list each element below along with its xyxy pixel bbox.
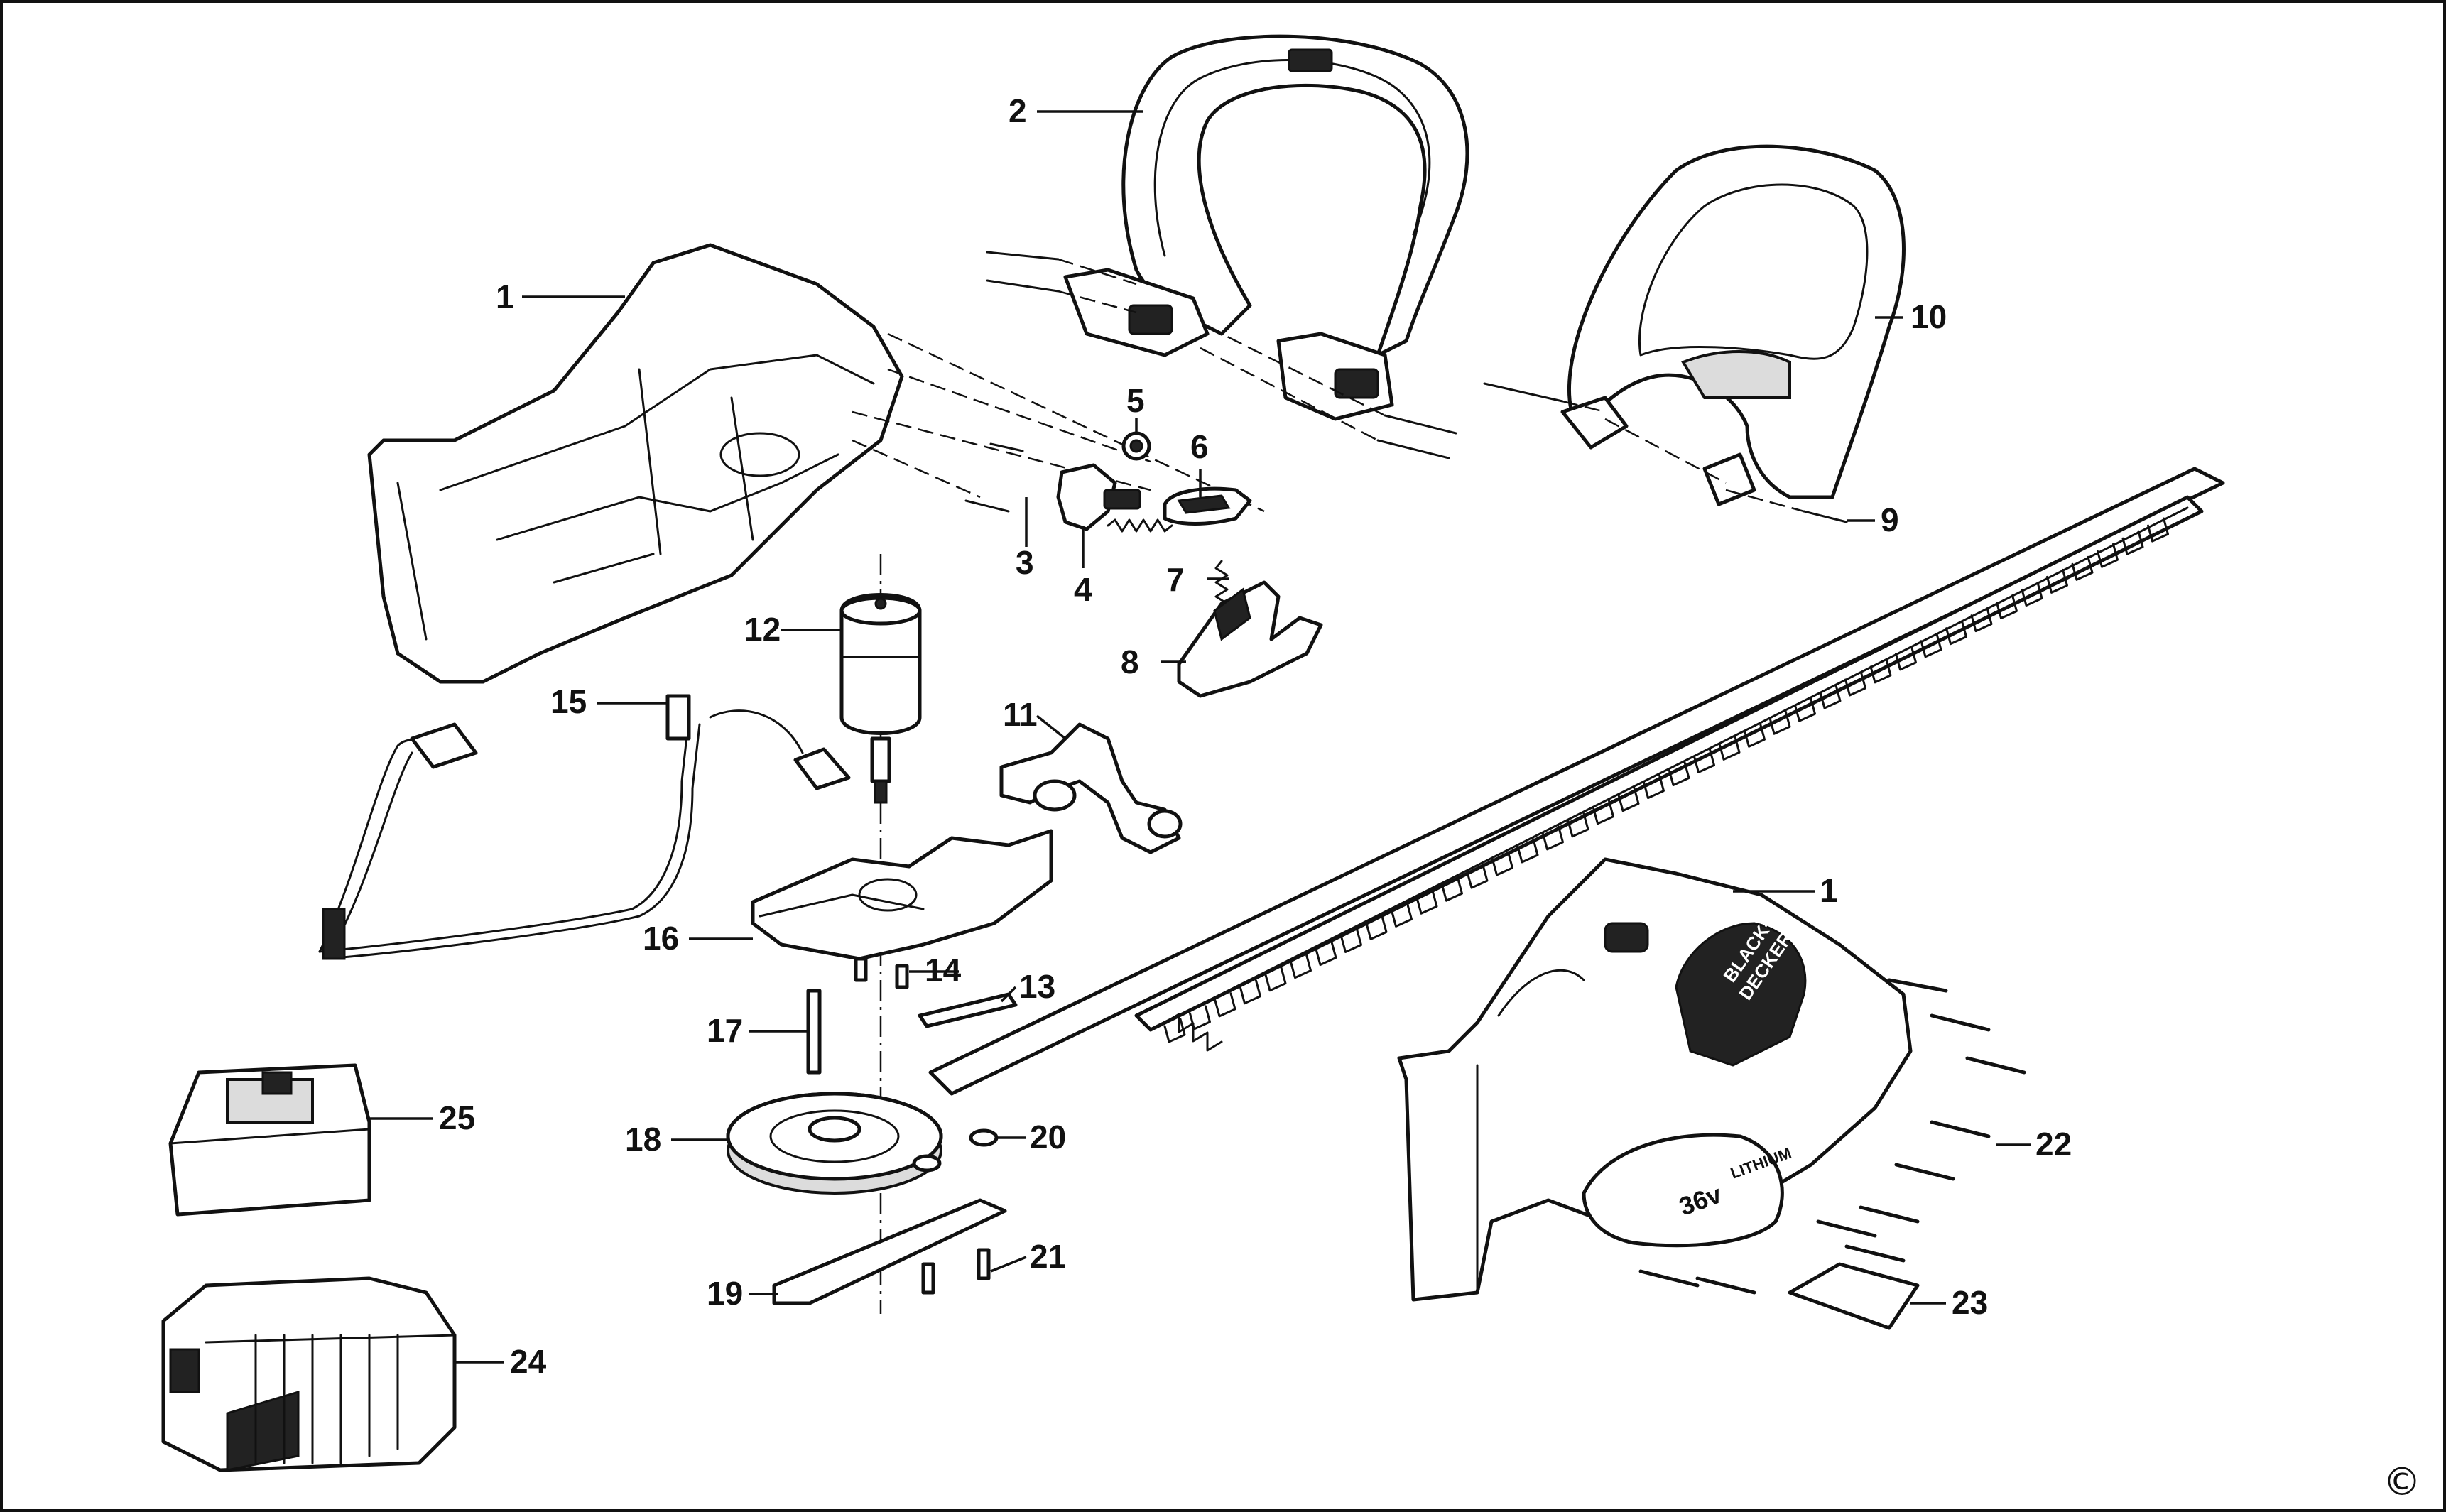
label-part-25: 25 xyxy=(439,1099,475,1136)
label-part-3: 3 xyxy=(1016,544,1034,581)
blade-tooth xyxy=(1214,992,1236,1018)
blade-tooth xyxy=(1945,620,1967,646)
blade-tooth xyxy=(2021,581,2043,607)
blade-tooth xyxy=(1819,684,1842,709)
blade-tooth xyxy=(1617,787,1640,812)
label-part-20: 20 xyxy=(1030,1119,1066,1155)
blade-tooth xyxy=(1365,915,1388,940)
label-part-8: 8 xyxy=(1121,643,1139,680)
part-22-screws xyxy=(1638,978,2026,1295)
label-part-9: 9 xyxy=(1881,501,1899,538)
blade-tooth xyxy=(1920,633,1942,658)
hedge-blade xyxy=(928,467,2225,1096)
blade-tooth xyxy=(1668,761,1690,786)
part-6-button xyxy=(1163,486,1252,526)
blade-tooth xyxy=(1718,735,1741,761)
part-15-wiring xyxy=(318,694,851,960)
part-10-screws xyxy=(1483,382,1848,523)
blade-tooth xyxy=(1163,1018,1186,1043)
blade-tooth xyxy=(1996,594,2018,620)
part-23-label xyxy=(1788,1262,1920,1330)
part-16-gear-housing xyxy=(751,829,1053,961)
blade-tooth xyxy=(1391,902,1413,928)
label-part-1-a: 1 xyxy=(496,278,514,315)
part-12-motor xyxy=(839,554,922,1314)
label-part-10: 10 xyxy=(1910,298,1947,335)
label-part-13: 13 xyxy=(1019,968,1055,1005)
part-2-front-handle xyxy=(1063,34,1469,421)
blade-tooth xyxy=(1516,838,1539,864)
label-part-18: 18 xyxy=(625,1121,661,1158)
blade-tooth xyxy=(2097,543,2119,568)
blade-tooth xyxy=(1768,709,1791,735)
part-18-gear-wheel xyxy=(726,1092,943,1195)
label-part-19: 19 xyxy=(707,1275,743,1312)
label-part-11: 11 xyxy=(1003,696,1038,733)
label-part-23: 23 xyxy=(1952,1284,1988,1321)
part-10-rear-handle xyxy=(1560,144,1906,506)
label-part-14: 14 xyxy=(925,952,962,989)
part-8-trigger xyxy=(1177,580,1323,698)
part-14-screw xyxy=(854,957,909,989)
label-part-24: 24 xyxy=(510,1343,547,1380)
part-1-housing-right xyxy=(1397,857,1913,1302)
blade-tooth xyxy=(2046,568,2068,594)
blade-tooth xyxy=(1693,748,1715,773)
blade-tooth xyxy=(1466,864,1489,889)
label-part-5: 5 xyxy=(1126,382,1145,419)
label-part-4: 4 xyxy=(1074,571,1092,608)
part-13-plate xyxy=(918,992,1018,1028)
part-4-switch-lever xyxy=(1056,463,1141,531)
leader-lines xyxy=(369,110,2031,1364)
label-part-1-b: 1 xyxy=(1820,872,1838,909)
blade-tooth xyxy=(2071,555,2094,581)
blade-tooth xyxy=(1869,658,1892,684)
part-5-nut xyxy=(1121,431,1151,461)
part-1-housing-left xyxy=(367,243,904,684)
blade-tooth xyxy=(1592,800,1614,825)
copyright-symbol: © xyxy=(2383,1459,2421,1504)
part-labels: 1 2 3 4 5 6 7 8 9 10 11 12 13 14 15 16 1… xyxy=(439,92,2072,1380)
blade-tooth xyxy=(1970,607,1993,633)
blade-tooth xyxy=(1189,1005,1211,1030)
blade-tooth xyxy=(1441,876,1463,902)
label-part-15: 15 xyxy=(550,683,587,720)
blade-tooth xyxy=(2121,530,2144,555)
blade-tooth xyxy=(1542,825,1564,851)
label-part-7: 7 xyxy=(1166,561,1185,598)
part-19-blade-plate xyxy=(772,1198,1007,1305)
label-part-12: 12 xyxy=(744,611,781,648)
label-part-6: 6 xyxy=(1190,428,1209,465)
blade-tooth xyxy=(1491,851,1513,876)
blade-tooth xyxy=(2147,517,2169,543)
label-part-22: 22 xyxy=(2035,1126,2072,1163)
blade-tooth xyxy=(1264,967,1287,992)
part-11-bracket xyxy=(999,722,1183,854)
blade-tooth xyxy=(1415,889,1438,915)
part-2-screws xyxy=(986,251,1457,459)
blade-tooth xyxy=(1340,928,1362,953)
label-part-2: 2 xyxy=(1009,92,1027,129)
blade-tooth xyxy=(1643,774,1665,800)
part-20-washers xyxy=(912,1128,999,1173)
blade-tooth xyxy=(1744,722,1766,748)
label-part-17: 17 xyxy=(707,1012,743,1049)
blade-tooth xyxy=(1567,812,1589,838)
blade-tooth xyxy=(1844,671,1866,697)
blade-tooth xyxy=(1794,697,1816,722)
blade-tooth xyxy=(1290,954,1312,979)
part-17-pin xyxy=(806,989,822,1075)
blade-tooth xyxy=(1239,979,1261,1005)
part-24-battery xyxy=(161,1276,457,1472)
blade-teeth xyxy=(1163,517,2169,1043)
part-21-screws xyxy=(921,1248,991,1295)
blade-tooth xyxy=(1895,646,1917,671)
label-part-21: 21 xyxy=(1030,1238,1066,1275)
blade-tooth xyxy=(1315,941,1337,967)
part-3-pins xyxy=(964,442,1024,513)
label-part-16: 16 xyxy=(643,920,679,957)
part-25-charger xyxy=(168,1063,371,1217)
